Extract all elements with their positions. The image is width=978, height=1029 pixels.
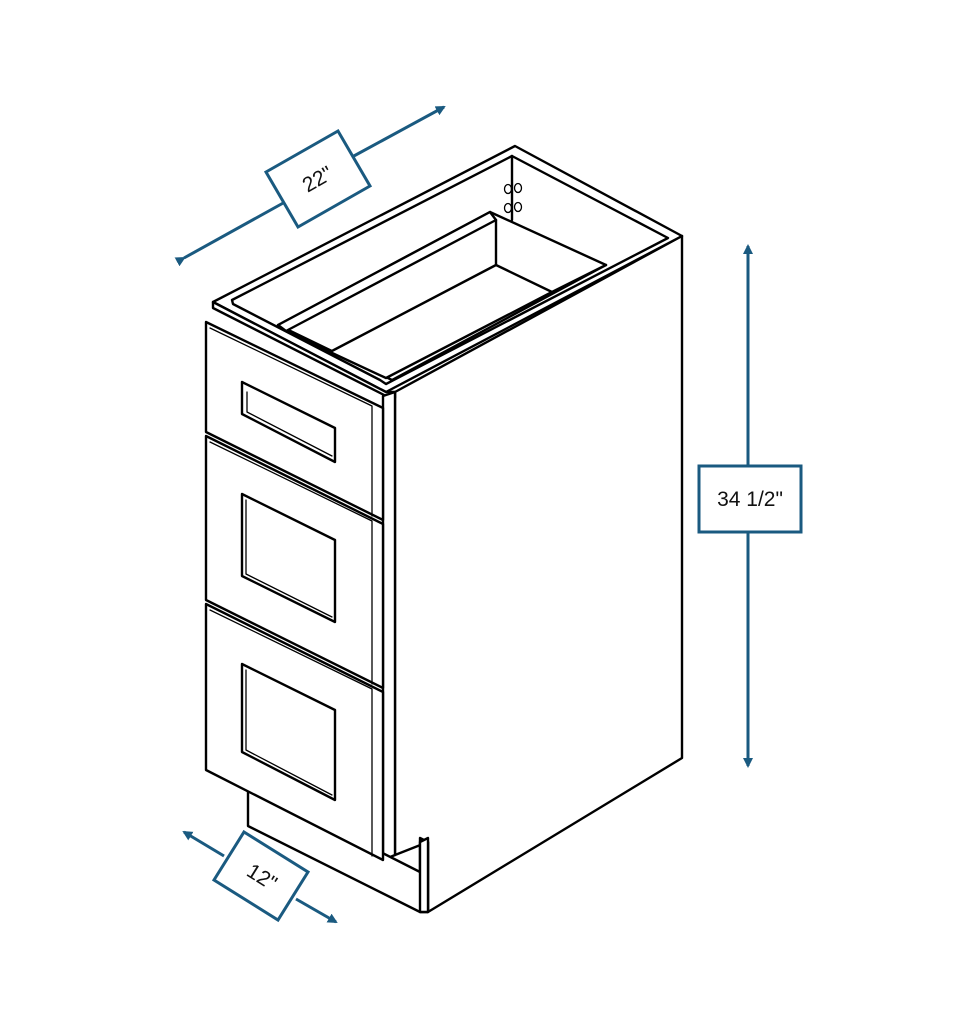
drawer-top-panel	[240, 380, 337, 464]
dimension-width-box	[211, 829, 311, 923]
drawer-middle	[204, 434, 385, 690]
drawer-top	[204, 320, 385, 522]
dimension-height: 34 1/2"	[697, 244, 803, 768]
dimension-height-box	[697, 464, 803, 534]
cabinet-top-frame	[211, 144, 684, 400]
drawer-bottom-panel	[240, 662, 337, 802]
drawer-middle-panel	[240, 492, 337, 624]
toe-kick	[246, 783, 430, 914]
dimension-height-label: 34 1/2"	[717, 488, 783, 511]
dimension-width: 12"	[182, 829, 338, 924]
cabinet	[211, 144, 684, 914]
drawer-fronts	[204, 320, 385, 862]
dimension-depth: 22"	[174, 105, 446, 267]
shelf-pin-holes	[503, 182, 523, 214]
dimension-depth-box	[263, 128, 373, 230]
drawer-bottom	[204, 602, 385, 862]
face-frame-stile	[381, 390, 397, 862]
